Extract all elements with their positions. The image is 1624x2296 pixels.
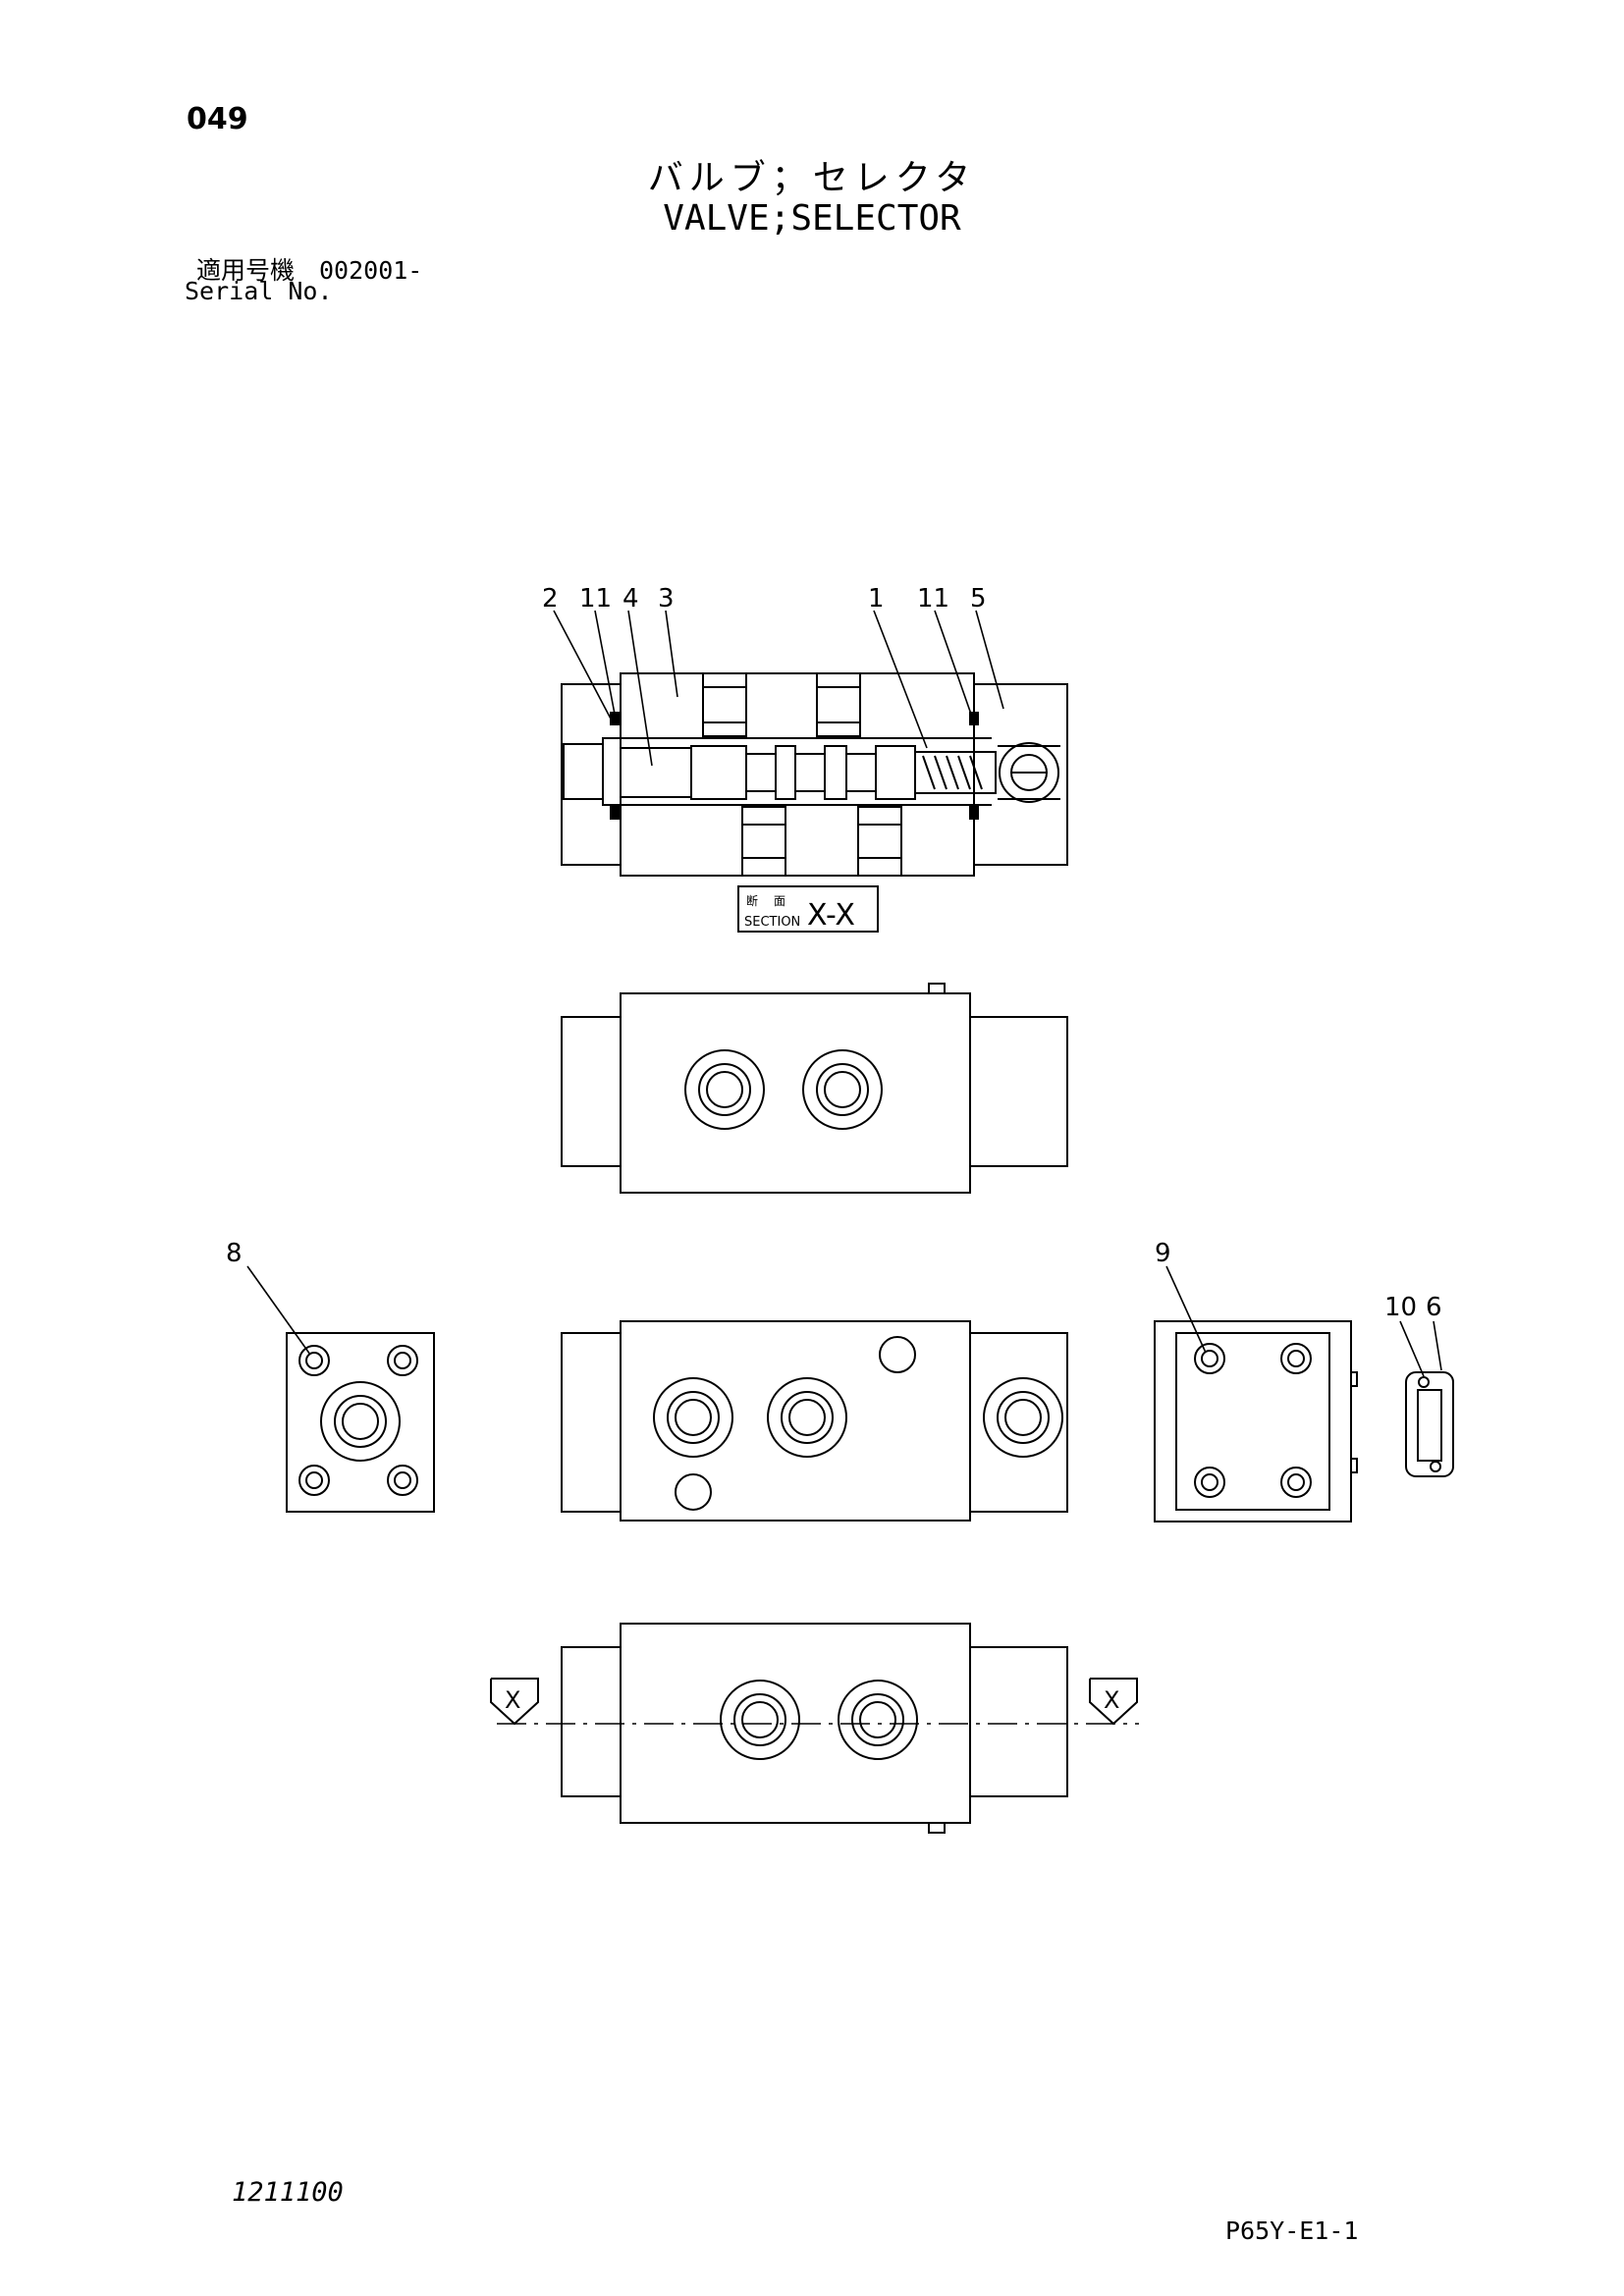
callout-3: 3 bbox=[658, 584, 675, 614]
right-side-view: 9 bbox=[1154, 1239, 1358, 1522]
title-english: VALVE;SELECTOR bbox=[663, 198, 961, 239]
section-mark: X-X bbox=[807, 898, 855, 933]
section-arrow-left-label: X bbox=[505, 1686, 520, 1714]
top-ports bbox=[702, 672, 861, 737]
part-1-spring bbox=[914, 751, 997, 794]
callout-4: 4 bbox=[623, 584, 639, 614]
part-9-bolts bbox=[1194, 1343, 1312, 1498]
sheet-code: P65Y-E1-1 bbox=[1225, 2216, 1359, 2245]
callout-2: 2 bbox=[542, 584, 559, 614]
bottom-ports bbox=[741, 806, 902, 877]
callout-5: 5 bbox=[970, 584, 987, 614]
section-view bbox=[561, 672, 1068, 877]
callout-1: 1 bbox=[868, 584, 885, 614]
callout-9: 9 bbox=[1155, 1239, 1171, 1268]
callout-8: 8 bbox=[226, 1239, 243, 1268]
drawing-number: 1211100 bbox=[232, 2177, 344, 2208]
callout-11-right: 11 bbox=[917, 584, 949, 614]
part-5-cap bbox=[999, 742, 1059, 803]
section-arrow-left: X bbox=[490, 1678, 539, 1726]
title-japanese: バルブ；セレクタ bbox=[647, 158, 977, 198]
section-arrow-right-label: X bbox=[1104, 1686, 1119, 1714]
serial-label-japanese: 適用号機 002001- bbox=[196, 256, 423, 285]
section-body bbox=[620, 672, 975, 877]
section-arrow-right: X bbox=[1089, 1678, 1138, 1726]
name-plate: 10 6 bbox=[1384, 1293, 1454, 1477]
callout-10: 10 bbox=[1384, 1293, 1417, 1322]
callout-6: 6 bbox=[1426, 1293, 1442, 1322]
section-leaders bbox=[553, 610, 1004, 767]
page-number: 049 bbox=[187, 102, 248, 136]
section-kanji-1: 断 bbox=[746, 893, 758, 908]
left-side-view: 8 bbox=[226, 1239, 435, 1513]
part-2-plug bbox=[563, 743, 604, 800]
callout-11-left: 11 bbox=[579, 584, 612, 614]
section-word: SECTION bbox=[744, 915, 800, 930]
section-kanji-2: 面 bbox=[774, 894, 785, 908]
top-view bbox=[561, 983, 1068, 1194]
section-label: 断 面 SECTION X-X bbox=[737, 885, 879, 933]
serial-label-english: Serial No. bbox=[185, 277, 333, 305]
front-view bbox=[561, 1320, 1068, 1522]
part-11-oring-right bbox=[969, 712, 979, 725]
part-8-bolts bbox=[298, 1345, 418, 1496]
bottom-view: X X bbox=[490, 1623, 1139, 1834]
